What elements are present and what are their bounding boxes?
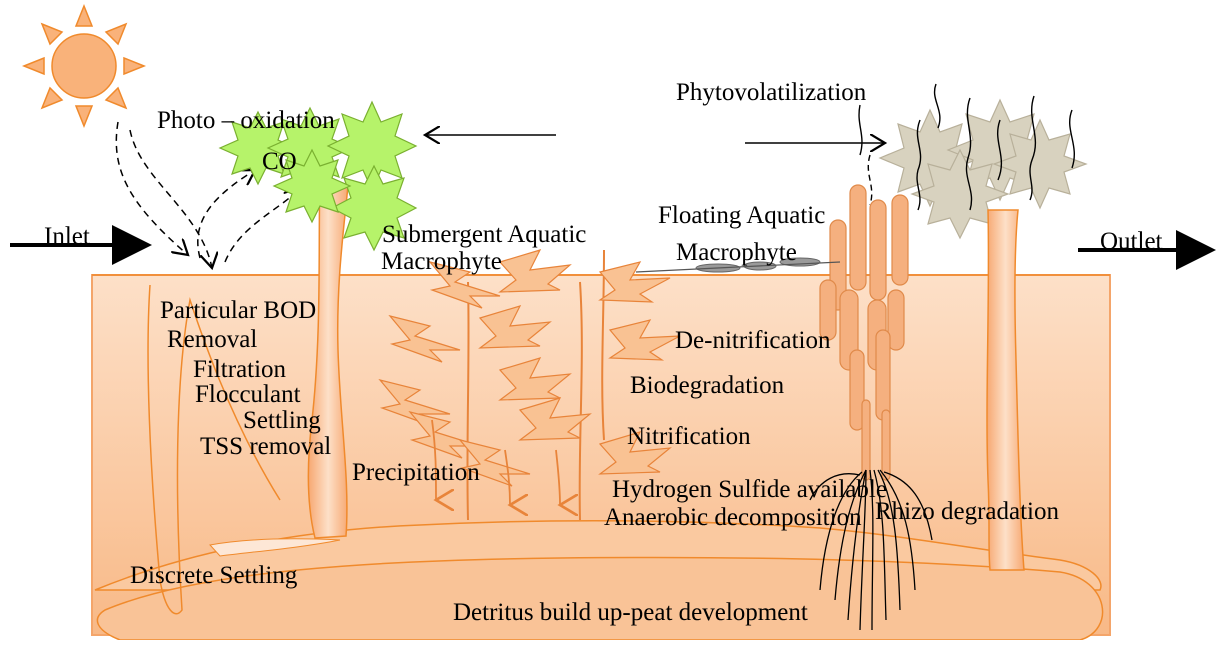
de-nitrification-label: De-nitrification — [675, 327, 831, 354]
discrete-settling-label: Discrete Settling — [130, 562, 298, 589]
co-label: CO — [262, 148, 297, 175]
floating-label-line2: Macrophyte — [676, 239, 797, 266]
precipitation-label: Precipitation — [352, 459, 480, 486]
detritus-label: Detritus build up-peat development — [453, 599, 808, 626]
settling-label: Settling — [243, 407, 321, 434]
biodegradation-label: Biodegradation — [630, 372, 785, 399]
outlet-label: Outlet — [1100, 228, 1163, 255]
floating-label-line1: Floating Aquatic — [658, 202, 825, 229]
removal-label: Removal — [167, 326, 257, 353]
photo-oxidation-label: Photo – oxidation — [157, 107, 335, 134]
nitrification-label: Nitrification — [627, 423, 751, 450]
submergent-label-line2: Macrophyte — [381, 248, 502, 275]
hydrogen-sulfide-label: Hydrogen Sulfide available — [612, 476, 887, 503]
particular-bod-label: Particular BOD — [160, 297, 316, 324]
rhizo-degradation-label: Rhizo degradation — [875, 498, 1059, 525]
phytovolatilization-label: Phytovolatilization — [676, 79, 867, 106]
anaerobic-label: Anaerobic decomposition — [604, 504, 862, 531]
submergent-label-line1: Submergent Aquatic — [382, 221, 586, 248]
tss-removal-label: TSS removal — [200, 433, 331, 460]
sun-icon — [24, 6, 144, 126]
filtration-label: Filtration — [193, 356, 287, 383]
grey-tree-canopy — [880, 100, 1086, 238]
inlet-label: Inlet — [44, 223, 90, 250]
flocculant-label: Flocculant — [195, 381, 301, 408]
